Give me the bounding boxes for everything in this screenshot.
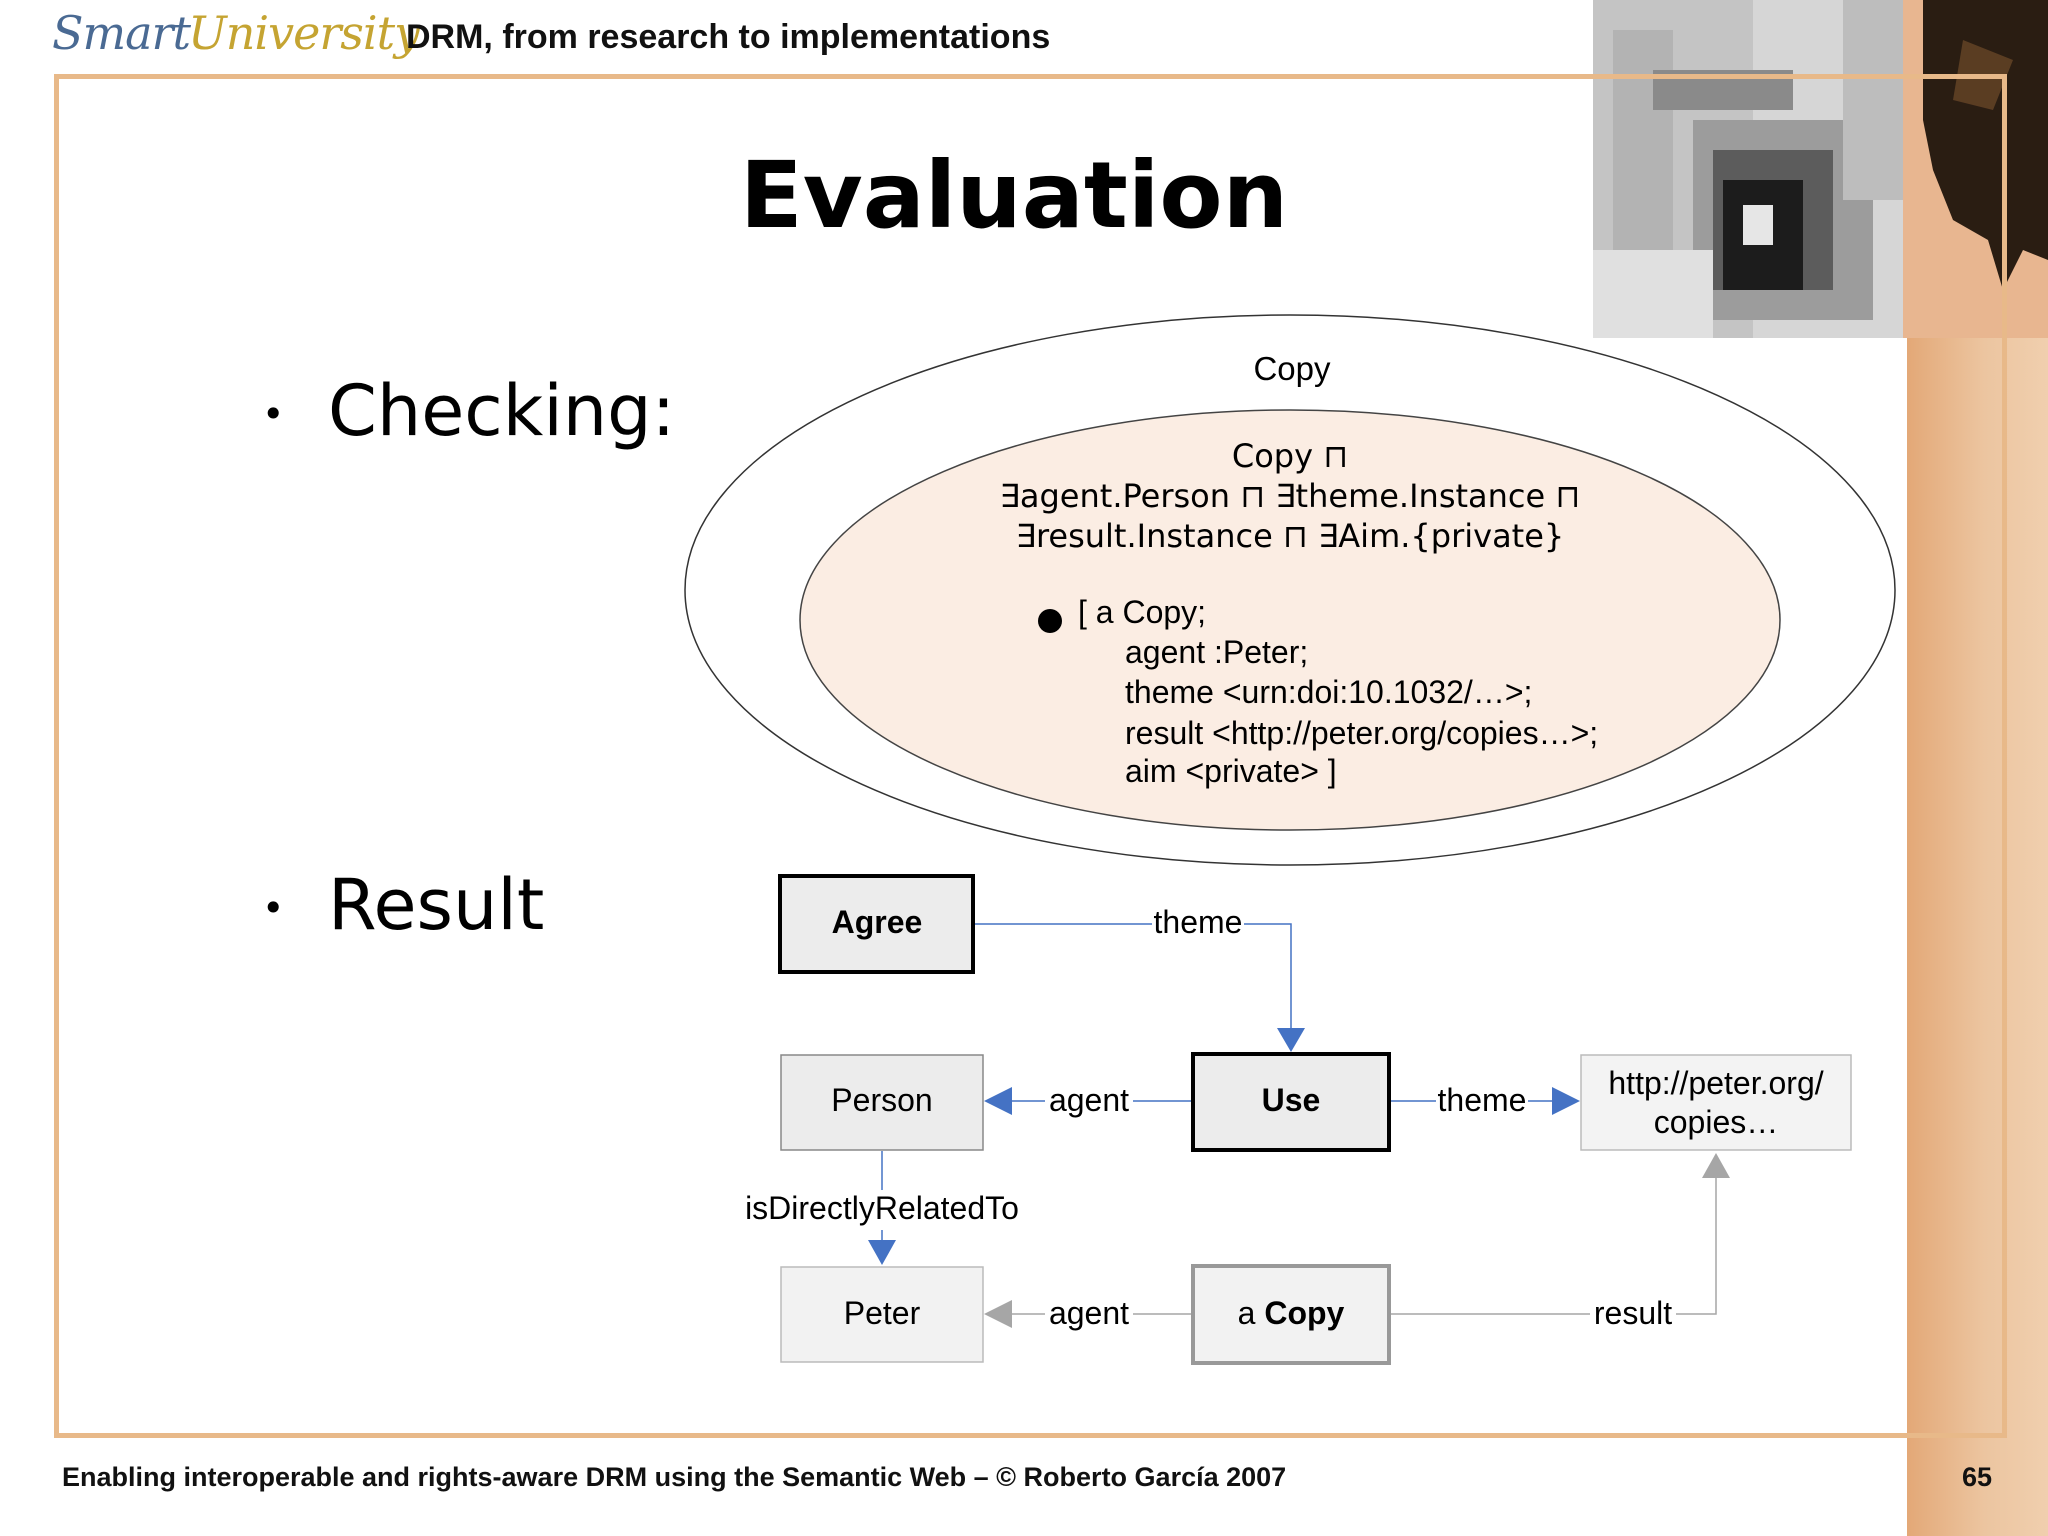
edge-label-backdrop <box>1436 1082 1528 1120</box>
footer-credit: Enabling interoperable and rights-aware … <box>62 1462 1287 1492</box>
edge-label-isdirectlyrelatedto: isDirectlyRelatedTo <box>745 1190 1019 1226</box>
edge-label-agent: agent <box>1049 1295 1129 1331</box>
instance-line: result <http://peter.org/copies…>; <box>1125 715 1598 751</box>
content-frame <box>54 74 2007 1438</box>
class-definition-line: Copy ⊓ <box>1232 437 1348 475</box>
brand-smart: Smart <box>52 6 191 60</box>
edge-label-theme: theme <box>1154 904 1243 940</box>
edge-label-agent: agent <box>1049 1082 1129 1118</box>
edge-label-backdrop <box>1152 899 1244 937</box>
node-person-label: Person <box>831 1082 932 1118</box>
node-peter-label: Peter <box>844 1295 921 1331</box>
node-url-label: http://peter.org/ <box>1608 1065 1823 1101</box>
arrowhead-blue <box>868 1240 896 1265</box>
edge-label-backdrop <box>743 1190 1021 1230</box>
arrowhead-blue <box>1277 1028 1305 1052</box>
instance-line: [ a Copy; <box>1078 594 1206 630</box>
header-subtitle: DRM, from research to implementations <box>406 18 1051 56</box>
node-peter <box>780 1266 984 1363</box>
node-agree <box>778 874 975 974</box>
instance-line: aim <private> ] <box>1125 753 1337 789</box>
edge-agree-use <box>973 923 1292 1034</box>
node-use <box>1191 1052 1391 1152</box>
arrowhead-gray <box>984 1300 1012 1328</box>
edge-label-backdrop <box>1045 1082 1133 1120</box>
node-agree-label: Agree <box>832 904 923 940</box>
bullet-marker: • <box>262 392 285 436</box>
edge-label-backdrop <box>1590 1295 1676 1333</box>
page-number: 65 <box>1962 1462 1993 1492</box>
instance-dot <box>1038 609 1062 633</box>
class-definition-line: ∃result.Instance ⊓ ∃Aim.{private} <box>1016 517 1565 555</box>
node-copy-name: Copy <box>1264 1295 1344 1331</box>
instance-line: theme <urn:doi:10.1032/…>; <box>1125 674 1532 710</box>
arrowhead-gray <box>1702 1153 1730 1178</box>
node-copy <box>1191 1264 1391 1365</box>
outer-class-label: Copy <box>1253 350 1331 387</box>
instance-line: agent :Peter; <box>1125 634 1308 670</box>
edge-label-result: result <box>1594 1295 1672 1331</box>
bullet-marker: • <box>262 886 285 930</box>
edge-label-theme: theme <box>1438 1082 1527 1118</box>
arrowhead-blue <box>1552 1087 1580 1115</box>
header-photo <box>1593 0 2048 338</box>
node-copy-prefix: a <box>1238 1295 1256 1331</box>
bullet-checking: Checking: <box>328 370 676 452</box>
node-copy-label: a Copy <box>1238 1295 1345 1331</box>
class-definition-line: ∃agent.Person ⊓ ∃theme.Instance ⊓ <box>1000 477 1581 515</box>
node-use-label: Use <box>1262 1082 1321 1118</box>
brand-university: University <box>188 6 420 60</box>
node-url-label: copies… <box>1654 1104 1779 1140</box>
bullet-result: Result <box>328 864 545 946</box>
arrowhead-blue <box>984 1087 1012 1115</box>
edge-copy-url <box>1389 1175 1717 1315</box>
node-person <box>780 1054 984 1151</box>
node-url <box>1580 1054 1852 1151</box>
inner-class-ellipse <box>799 409 1781 831</box>
slide-title: Evaluation <box>739 142 1289 249</box>
edge-label-backdrop <box>1045 1295 1133 1333</box>
